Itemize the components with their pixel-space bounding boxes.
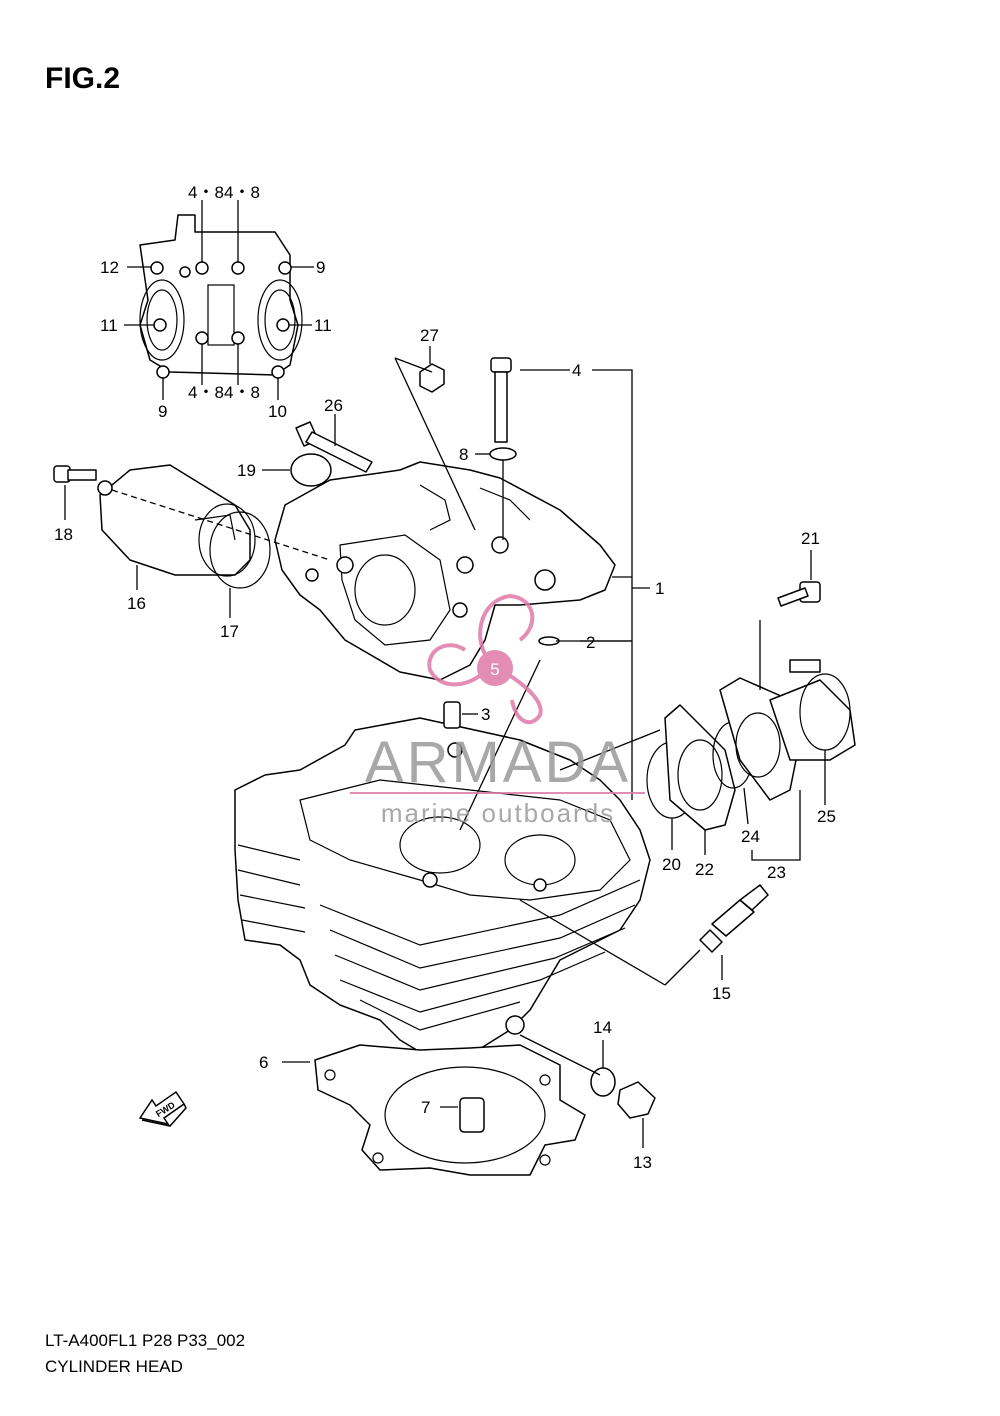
plug-13	[617, 1081, 656, 1119]
callout-24: 24	[741, 827, 760, 846]
watermark-brand: ARMADA	[365, 730, 631, 795]
callout-6: 6	[259, 1053, 268, 1072]
spark-plug-15	[699, 884, 769, 953]
callout-4: 4	[572, 361, 581, 380]
callout-21: 21	[801, 529, 820, 548]
callout-13: 13	[633, 1153, 652, 1172]
callout-7: 7	[421, 1098, 430, 1117]
callout-4-8: 4・8	[224, 183, 260, 202]
nut-27	[419, 363, 445, 393]
oring-17	[209, 511, 271, 589]
callout-4-8: 4・8	[188, 183, 224, 202]
callout-8: 8	[459, 445, 468, 464]
callout-15: 15	[712, 984, 731, 1003]
callout-10: 10	[268, 402, 287, 421]
callout-1: 1	[655, 579, 664, 598]
callout-23: 23	[767, 863, 786, 882]
callout-9: 9	[158, 402, 167, 421]
cylinder-head-body	[234, 717, 651, 1059]
callout-19: 19	[237, 461, 256, 480]
fwd-arrow-icon: FWD	[138, 1090, 187, 1127]
callout-2: 2	[586, 633, 595, 652]
bolt-4	[490, 357, 512, 443]
callout-16: 16	[127, 594, 146, 613]
callout-14: 14	[593, 1018, 612, 1037]
diagram-code: LT-A400FL1 P28 P33_002	[45, 1331, 246, 1350]
callout-18: 18	[54, 525, 73, 544]
washer-8	[489, 447, 517, 461]
bolt-21	[777, 581, 821, 607]
callout-4-8: 4・8	[224, 383, 260, 402]
watermark-tagline: marine outboards	[381, 798, 615, 828]
cylinder-head-upper	[274, 461, 616, 681]
figure-title: FIG.2	[45, 62, 121, 95]
head-gasket	[314, 1044, 586, 1176]
head-top-view-inset	[124, 200, 314, 400]
dowel-pin-7	[459, 1097, 485, 1133]
callout-17: 17	[220, 622, 239, 641]
watermark-badge: 5	[490, 660, 499, 679]
callout-4-8: 4・8	[188, 383, 224, 402]
intake-spacer-22	[664, 704, 736, 831]
intake-pipe-23	[719, 677, 856, 801]
oring-19	[290, 453, 332, 487]
callout-12: 12	[100, 258, 119, 277]
callout-20: 20	[662, 855, 681, 874]
callout-26: 26	[324, 396, 343, 415]
callout-11: 11	[100, 316, 118, 335]
bolt-18	[53, 465, 97, 483]
diagram-name: CYLINDER HEAD	[45, 1357, 183, 1376]
watermark-logo: 5 ARMADA marine outboards	[350, 593, 645, 828]
callout-27: 27	[420, 326, 439, 345]
cover-16	[99, 464, 256, 577]
callout-9: 9	[316, 258, 325, 277]
callout-3: 3	[481, 705, 490, 724]
callout-11: 11	[314, 316, 332, 335]
dowel-pin-3	[443, 701, 461, 729]
callout-25: 25	[817, 807, 836, 826]
callout-22: 22	[695, 860, 714, 879]
bolt-26	[295, 421, 373, 473]
